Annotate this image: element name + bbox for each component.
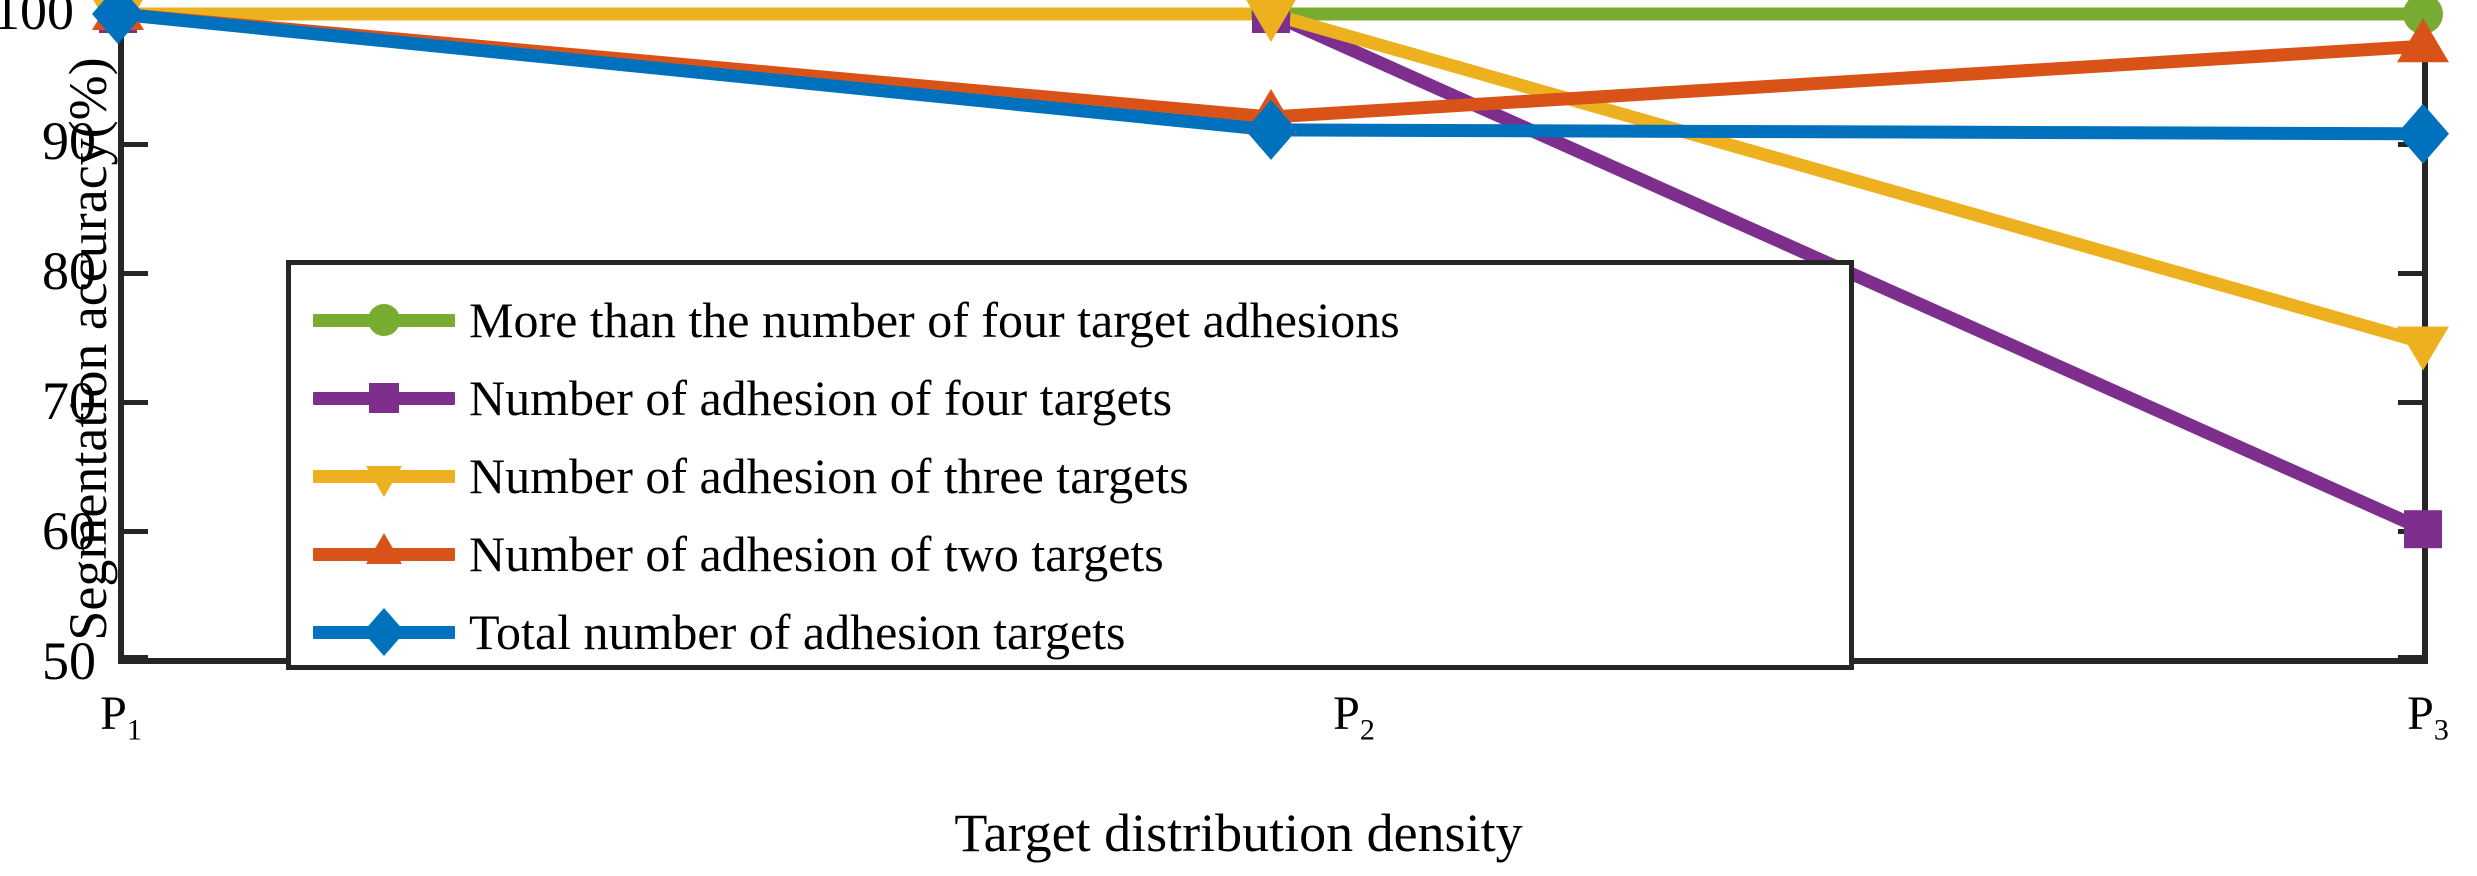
y-tick-label-90: 90 <box>42 111 96 171</box>
legend: More than the number of four target adhe… <box>286 260 1854 670</box>
x-tick-p1-sub: 1 <box>126 713 142 747</box>
legend-label-1: Number of adhesion of four targets <box>469 370 1173 426</box>
legend-label-2: Number of adhesion of three targets <box>469 448 1189 504</box>
x-tick-label-p3: P3 <box>2348 690 2477 746</box>
legend-label-0: More than the number of four target adhe… <box>469 292 1400 348</box>
y-tick-label-80: 80 <box>42 241 96 301</box>
legend-swatch-square-icon <box>313 378 455 418</box>
legend-swatch-triangle-down-icon <box>313 456 455 497</box>
y-tick-right-70 <box>2398 400 2422 405</box>
legend-item-4[interactable]: Total number of adhesion targets <box>291 593 1849 671</box>
y-tick-90 <box>124 142 148 147</box>
x-tick-p3-base: P <box>2407 687 2434 740</box>
legend-swatch-diamond-icon <box>313 608 455 656</box>
y-tick-label-60: 60 <box>42 501 96 561</box>
y-tick-right-80 <box>2398 271 2422 276</box>
y-tick-right-50 <box>2398 655 2422 660</box>
legend-item-3[interactable]: Number of adhesion of two targets <box>291 515 1849 593</box>
legend-swatch-circle-icon <box>313 300 455 340</box>
y-tick-70 <box>124 400 148 405</box>
y-tick-label-50: 50 <box>42 631 96 691</box>
x-axis-title: Target distribution density <box>954 803 1523 863</box>
legend-swatch-triangle-up-icon <box>313 533 455 574</box>
y-tick-80 <box>124 271 148 276</box>
legend-item-0[interactable]: More than the number of four target adhe… <box>291 281 1849 359</box>
x-tick-p1-base: P <box>100 687 127 740</box>
series-layer <box>92 0 2449 549</box>
legend-item-2[interactable]: Number of adhesion of three targets <box>291 437 1849 515</box>
legend-label-3: Number of adhesion of two targets <box>469 526 1164 582</box>
y-axis-line <box>118 14 124 664</box>
x-tick-label-p1: P1 <box>41 690 201 746</box>
y-tick-50 <box>124 655 148 660</box>
x-tick-label-p2: P2 <box>1274 690 1434 746</box>
x-tick-p3-sub: 3 <box>2433 713 2449 747</box>
x-tick-p3 <box>2423 634 2428 658</box>
legend-label-4: Total number of adhesion targets <box>469 604 1126 660</box>
x-tick-p2-base: P <box>1333 687 1360 740</box>
plot-area: More than the number of four target adhe… <box>92 0 2449 670</box>
x-tick-p2-sub: 2 <box>1359 713 1375 747</box>
y-tick-60 <box>124 529 148 534</box>
legend-item-1[interactable]: Number of adhesion of four targets <box>291 359 1849 437</box>
x-tick-p1 <box>118 634 123 658</box>
y-tick-label-100: 100 <box>0 0 74 41</box>
y-tick-label-70: 70 <box>42 371 96 431</box>
